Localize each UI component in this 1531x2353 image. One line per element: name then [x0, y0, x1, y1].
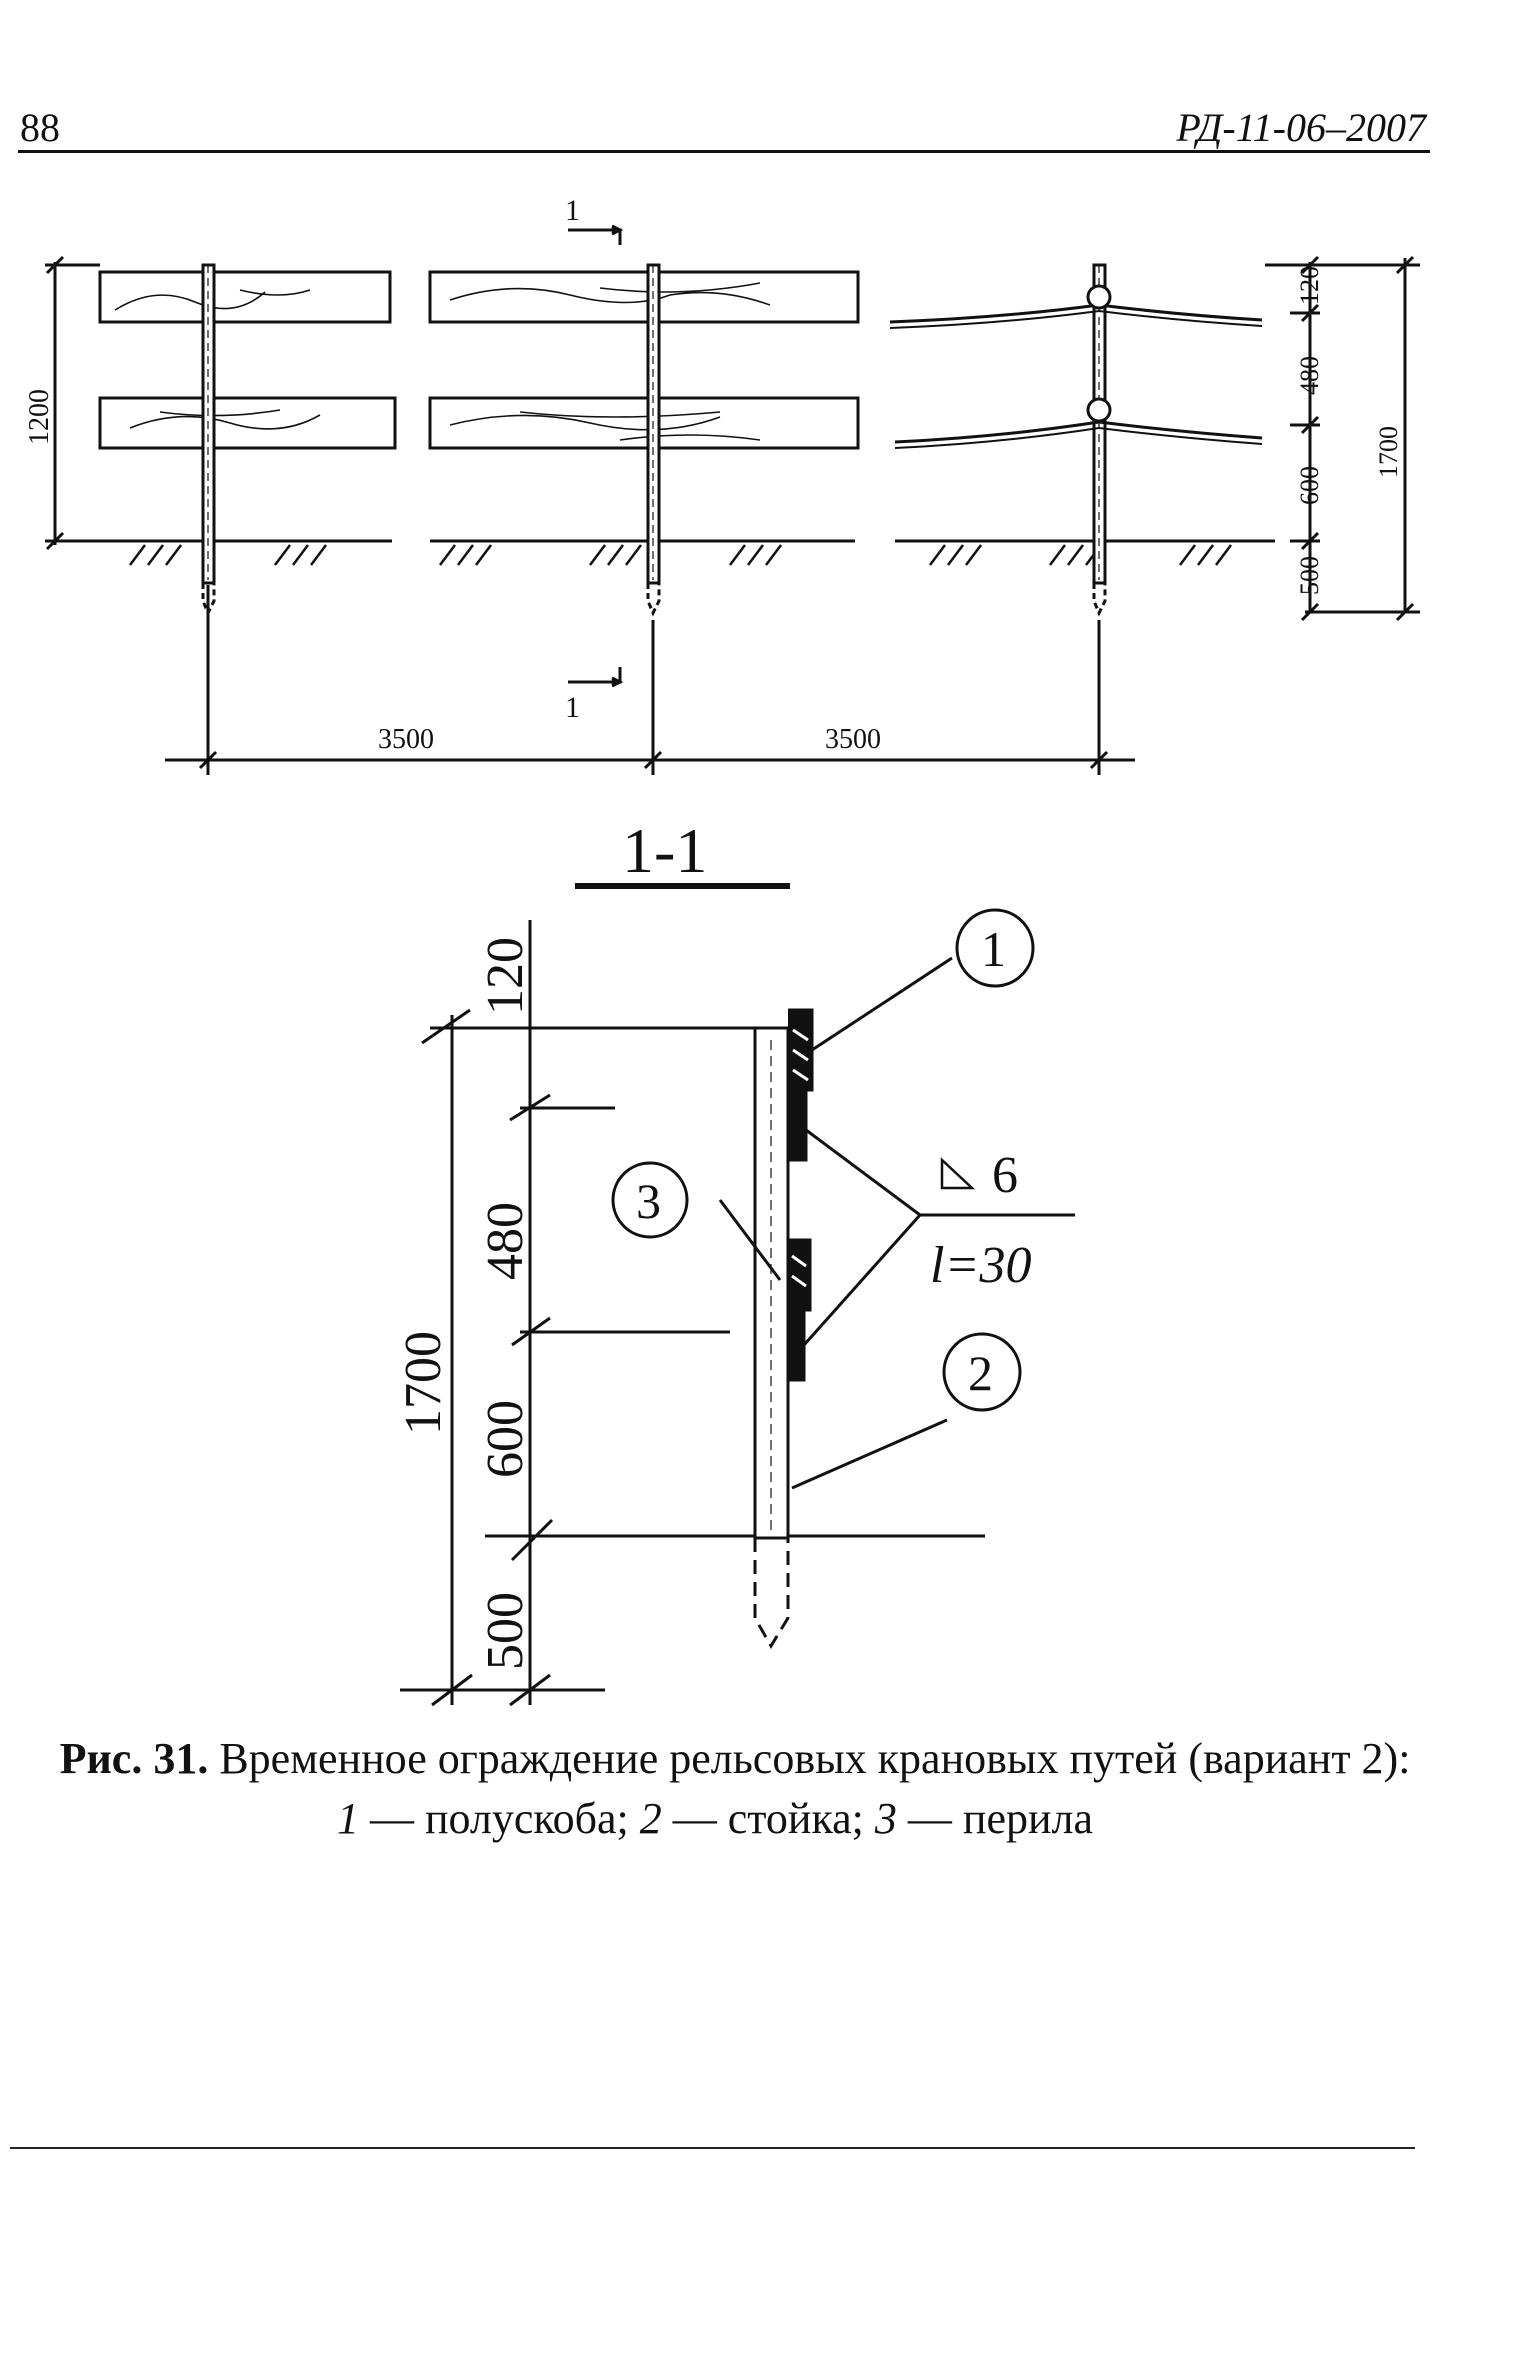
sec-dim-480: 480: [477, 1202, 534, 1280]
upper-bracket: [788, 1008, 814, 1092]
board-upper-2: [428, 270, 860, 324]
weld-length: l=30: [930, 1237, 1032, 1294]
span-2: 3500: [825, 724, 881, 755]
post-1: [201, 263, 216, 617]
lower-bracket: [788, 1238, 812, 1312]
sec-dim-1700: 1700: [395, 1331, 452, 1435]
bottom-rule: [10, 2147, 1415, 2149]
span-1: 3500: [378, 724, 434, 755]
sec-dim-120: 120: [477, 937, 534, 1015]
callout-3-circle: [611, 1161, 689, 1239]
callout-3-label: 3: [636, 1173, 661, 1229]
header-rule: [18, 150, 1430, 153]
dim-480-r: 480: [1295, 356, 1324, 395]
figure-caption-legend: 1 — полускоба; 2 — стойка; 3 — перила: [0, 1790, 1430, 1848]
callout-1-label: 1: [981, 921, 1006, 977]
legend-text-3: — перила: [907, 1794, 1094, 1843]
section-mark-top: 1: [565, 194, 580, 227]
callout-1-circle: [955, 908, 1035, 988]
callout-2-label: 2: [968, 1345, 993, 1401]
dim-120-r: 120: [1295, 266, 1324, 305]
elevation-view: [45, 224, 1420, 775]
post-3: [1092, 263, 1107, 617]
legend-num-3: 3: [874, 1794, 897, 1843]
figure-label: Рис. 31.: [59, 1734, 209, 1783]
legend-num-1: 1: [336, 1794, 359, 1843]
callout-2-circle: [942, 1332, 1022, 1412]
weld-leg: 6: [992, 1147, 1018, 1204]
document-code: РД-11-06–2007: [1176, 105, 1426, 150]
board-upper-1: [98, 270, 392, 324]
page-number: 88: [20, 105, 60, 150]
section-view: [400, 883, 1075, 1707]
sec-dim-500: 500: [477, 1592, 534, 1670]
technical-drawing: 1 1 1200 120 480 600 500 1700 3500 3500 …: [24, 194, 1420, 1707]
figure-title: Временное ограждение рельсовых крановых …: [219, 1734, 1411, 1783]
dim-1700-r: 1700: [1374, 426, 1403, 478]
dim-1200: 1200: [24, 389, 55, 445]
board-lower-1: [98, 396, 397, 450]
section-mark-bottom: 1: [565, 691, 580, 724]
legend-text-2: — стойка;: [672, 1794, 864, 1843]
post-2: [646, 263, 661, 617]
figure-caption-title: Рис. 31. Временное ограждение рельсовых …: [0, 1730, 1450, 1788]
dim-600-r: 600: [1295, 466, 1324, 505]
board-lower-2: [428, 396, 860, 450]
weld-symbol: [940, 1157, 976, 1190]
legend-text-1: — полускоба;: [369, 1794, 629, 1843]
dim-500-r: 500: [1295, 556, 1324, 595]
sec-dim-600: 600: [477, 1400, 534, 1478]
section-title: 1-1: [622, 815, 707, 886]
legend-num-2: 2: [639, 1794, 662, 1843]
